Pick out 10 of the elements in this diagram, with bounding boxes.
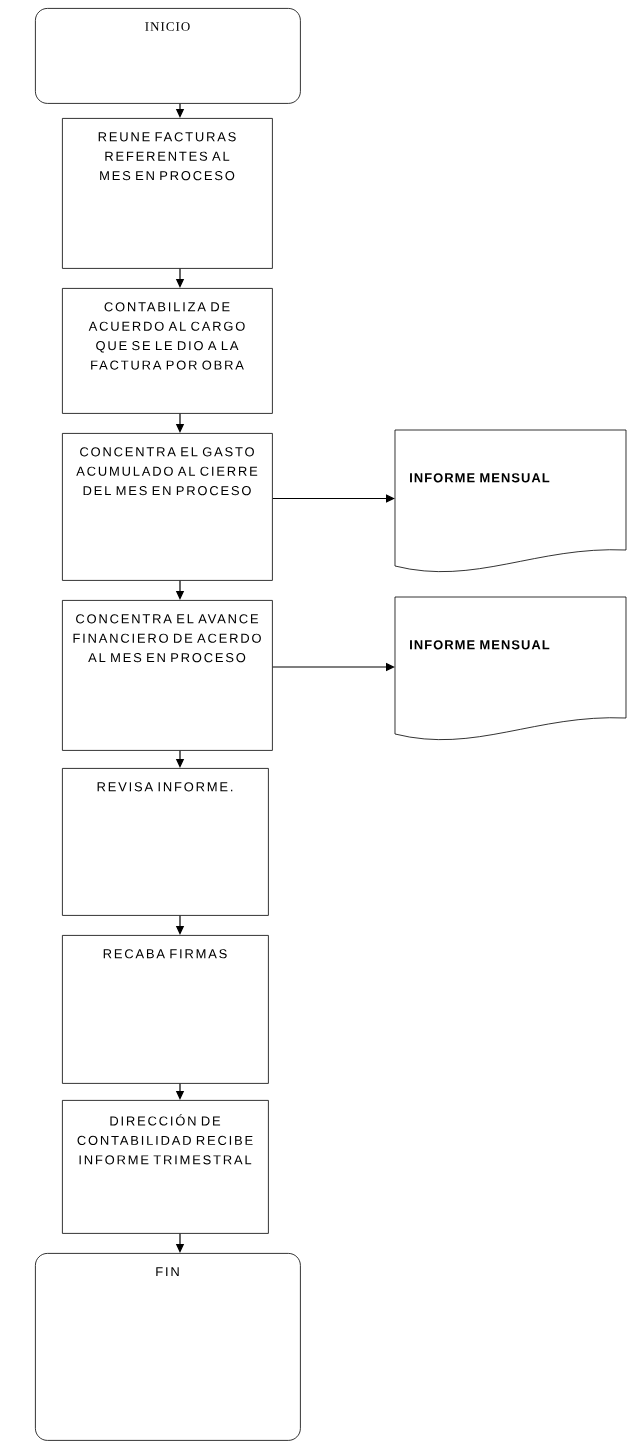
process-box: CONCENTRA EL AVANCE FINANCIERO DE ACERDO AL MES EN PROCESO [62, 600, 273, 751]
process-box: REVISA INFORME. [62, 768, 269, 916]
process-box: CONCENTRA EL GASTO ACUMULADO AL CIERRE DEL MES EN PROCESO [62, 433, 273, 581]
process-box: CONTABILIZA DE ACUERDO AL CARGO QUE SE LE DIO A LA FACTURA POR OBRA [62, 288, 273, 414]
process-box: REUNE FACTURAS REFERENTES AL MES EN PROCESO [62, 118, 273, 269]
terminal-box: INICIO [35, 8, 301, 104]
terminal-box: FIN [35, 1253, 301, 1441]
arrow [272, 494, 395, 503]
process-box: RECABA FIRMAS [62, 935, 269, 1084]
process-box: DIRECCIÓN DE CONTABILIDAD RECIBE INFORME TRIMESTRAL [62, 1100, 269, 1234]
